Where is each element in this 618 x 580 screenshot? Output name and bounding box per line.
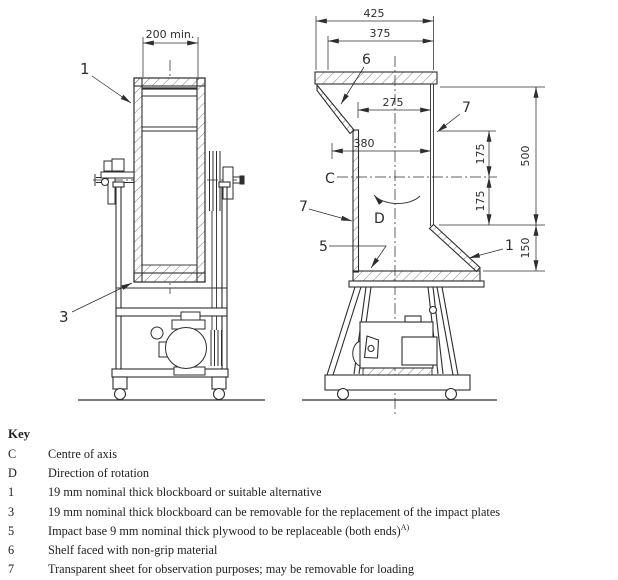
rotation-arrow-arc xyxy=(373,194,421,205)
dim-200-min-text: 200 min. xyxy=(146,28,195,41)
key-description: 19 mm nominal thick blockboard can be re… xyxy=(48,504,501,519)
chamber-internal-edges xyxy=(142,87,197,132)
key-symbol: 6 xyxy=(8,543,15,558)
key-row-7: 7 Transparent sheet for observation purp… xyxy=(8,560,612,579)
right-view-dimensions: 425 375 275 380 175 175 500 150 xyxy=(315,7,545,272)
dim-425: 425 xyxy=(364,7,385,20)
wheel-left xyxy=(113,387,127,401)
bottom-rail xyxy=(111,368,229,378)
label-7-right: 7 xyxy=(462,100,471,116)
motor-assembly xyxy=(150,311,207,376)
key-symbol: 3 xyxy=(8,504,15,519)
label-1-right: 1 xyxy=(505,238,514,254)
label-1-left: 1 xyxy=(80,60,90,78)
dim-200-min: 200 min. xyxy=(142,28,199,77)
transparent-sheet-7 xyxy=(430,84,434,226)
stand-wheel-left xyxy=(336,387,350,401)
right-view-callouts: 6 7 7 5 1 C D xyxy=(299,52,514,269)
trolley-frame xyxy=(111,181,231,401)
shelf-6 xyxy=(316,83,355,135)
key-symbol: D xyxy=(8,466,17,481)
wheel-right xyxy=(212,387,226,401)
key-row-6: 6 Shelf faced with non-grip material xyxy=(8,541,612,560)
bottom-slant-board-1 xyxy=(428,223,481,273)
dim-175-upper: 175 xyxy=(474,144,487,165)
impact-base-edge xyxy=(141,264,198,274)
key-row-1: 1 19 mm nominal thick blockboard or suit… xyxy=(8,483,612,502)
roof-board xyxy=(314,71,438,85)
left-view: 200 min. 1 3 xyxy=(59,28,265,401)
caster-left xyxy=(112,376,128,390)
key-title: Key xyxy=(8,427,31,441)
key-row-5: 5 Impact base 9 mm nominal thick plywood… xyxy=(8,522,612,541)
key-row-c: C Centre of axis xyxy=(8,445,612,464)
label-direction-of-rotation: D xyxy=(374,211,385,227)
caster-right xyxy=(211,376,227,390)
leg-bolt xyxy=(428,305,438,315)
chamber-left-wall xyxy=(133,77,143,283)
technical-drawing: 200 min. 1 3 xyxy=(59,7,545,417)
motor-cap xyxy=(150,326,164,340)
key-description: Centre of axis xyxy=(48,447,117,461)
dim-375: 375 xyxy=(370,27,391,40)
impact-base-5 xyxy=(352,270,481,282)
key-description: Shelf faced with non-grip material xyxy=(48,543,218,558)
label-5: 5 xyxy=(319,239,328,255)
bearing-bolt xyxy=(101,178,109,186)
motor-body xyxy=(165,327,207,369)
key-legend: Key C Centre of axis D Direction of rota… xyxy=(8,427,612,579)
key-description: Transparent sheet for observation purpos… xyxy=(48,562,414,577)
chamber-right-wall xyxy=(196,77,206,283)
dim-150: 150 xyxy=(519,238,532,259)
label-centre-of-axis: C xyxy=(325,171,335,187)
chamber-section xyxy=(314,71,481,282)
key-symbol: 5 xyxy=(8,523,15,538)
chamber-top-wall xyxy=(133,77,206,87)
key-symbol: C xyxy=(8,447,17,461)
motor-housing-tab xyxy=(404,315,422,323)
stand xyxy=(324,280,485,401)
dim-275: 275 xyxy=(383,96,404,109)
dim-380: 380 xyxy=(354,137,375,150)
key-symbol: 1 xyxy=(8,485,15,500)
right-view: 425 375 275 380 175 175 500 150 6 7 7 5 … xyxy=(299,7,545,417)
key-description: Direction of rotation xyxy=(48,466,150,481)
mid-rail xyxy=(115,307,228,317)
label-6: 6 xyxy=(362,52,371,68)
key-description: Impact base 9 mm nominal thick plywood t… xyxy=(48,522,410,538)
key-row-d: D Direction of rotation xyxy=(8,464,612,483)
key-symbol: 7 xyxy=(8,562,15,577)
bearing-assembly xyxy=(94,158,135,205)
stand-base xyxy=(324,374,471,391)
motor-bulge xyxy=(352,340,361,367)
stand-wheel-right xyxy=(444,387,458,401)
callout-1-left: 1 xyxy=(80,60,132,104)
chamber-bottom-wall xyxy=(133,272,206,283)
stand-top-plate xyxy=(348,280,485,288)
key-row-3: 3 19 mm nominal thick blockboard can be … xyxy=(8,503,612,522)
label-7-left: 7 xyxy=(299,199,308,215)
bracket-hole xyxy=(367,344,375,353)
dim-175-lower: 175 xyxy=(474,191,487,212)
callout-3: 3 xyxy=(59,282,133,326)
chamber-box xyxy=(133,77,206,283)
motor-housing-ext xyxy=(401,336,438,366)
dim-500: 500 xyxy=(519,146,532,167)
key-description: 19 mm nominal thick blockboard or suitab… xyxy=(48,485,322,500)
label-3: 3 xyxy=(59,308,69,326)
